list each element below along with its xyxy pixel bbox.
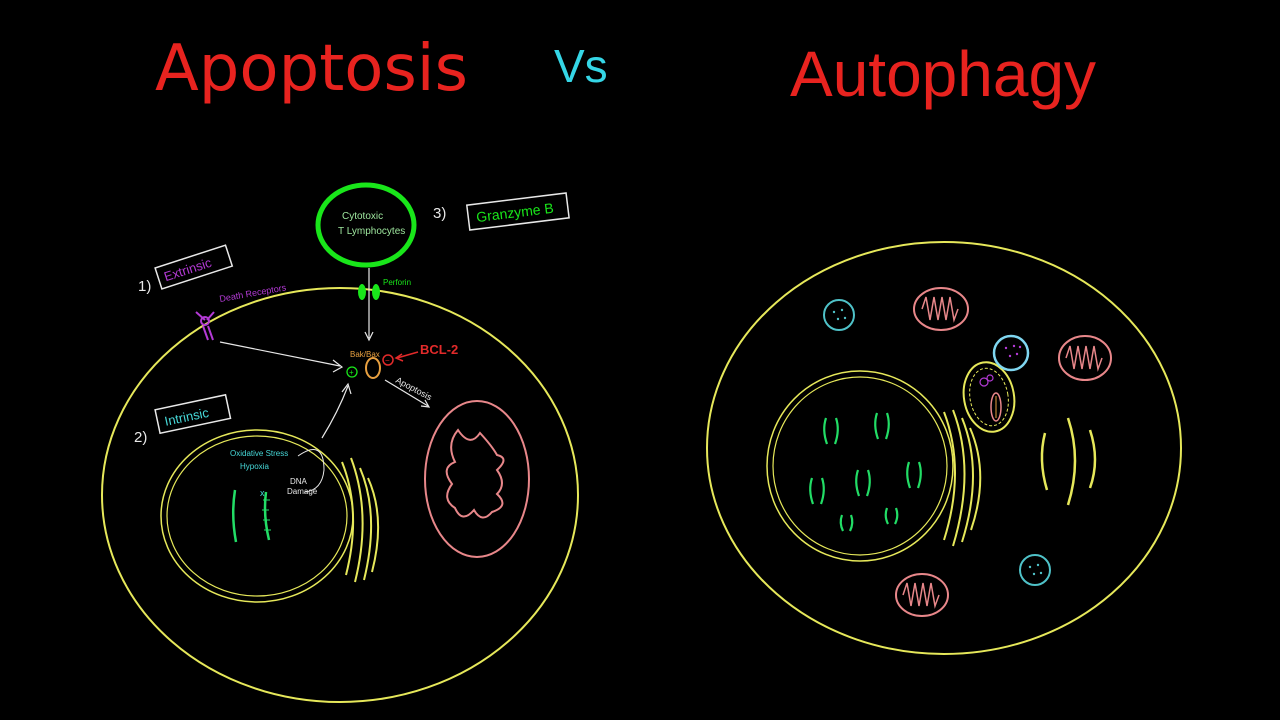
endoplasmic-reticulum — [341, 457, 380, 583]
plus-sign: + — [349, 368, 354, 377]
intrinsic-label: Intrinsic — [163, 405, 210, 429]
pathway2-number: 2) — [134, 429, 147, 446]
title-apoptosis: Apoptosis — [155, 32, 468, 106]
chromosome-damaged — [263, 491, 271, 541]
mitochondrion — [895, 573, 949, 617]
dna-label: DNA — [290, 477, 308, 486]
damage-label: Damage — [287, 487, 318, 496]
endoplasmic-reticulum — [943, 409, 982, 547]
bax-pore — [365, 357, 381, 379]
apoptosis-nucleus: Oxidative Stress Hypoxia DNA Damage x — [160, 429, 354, 603]
pathway1-number: 1) — [138, 278, 151, 295]
title-autophagy: Autophagy — [790, 38, 1096, 110]
apoptosis-cell-membrane — [101, 287, 579, 703]
death-receptors-label: Death Receptors — [219, 282, 288, 304]
bcl2-label: BCL-2 — [420, 342, 458, 357]
perforin-label: Perforin — [383, 278, 411, 287]
autophagosome — [962, 334, 1030, 433]
svg-text:x: x — [260, 488, 265, 498]
minus-circle — [382, 354, 394, 366]
chromosome — [232, 489, 238, 543]
granzyme-b-box: Granzyme B — [465, 192, 570, 231]
minus-sign: − — [385, 356, 390, 365]
cytotoxic-label-2: T Lymphocytes — [338, 226, 405, 237]
lysosome — [823, 299, 855, 331]
apoptosis-cell: Cytotoxic T Lymphocytes Perforin 3) Gran… — [101, 182, 579, 703]
death-receptor-icon — [195, 311, 215, 341]
autophagy-cell-membrane — [706, 241, 1182, 655]
extrinsic-box: Extrinsic — [154, 244, 234, 290]
autophagy-nucleus — [766, 370, 954, 562]
lysosome — [1019, 554, 1051, 586]
bak-bax-label: Bak/Bax — [350, 350, 380, 359]
apoptosis-mitochondrion — [424, 400, 530, 558]
pathway3-number: 3) — [433, 205, 446, 222]
mitochondrion — [913, 287, 969, 331]
autophagy-cell — [706, 241, 1182, 655]
plus-circle — [346, 366, 358, 378]
perforin-channel: Perforin — [358, 268, 411, 342]
oxidative-stress-label: Oxidative Stress — [230, 449, 288, 458]
hypoxia-label: Hypoxia — [240, 462, 269, 471]
golgi-apparatus — [1040, 417, 1097, 506]
mitochondrion — [1058, 335, 1112, 381]
cytotoxic-t-cell: Cytotoxic T Lymphocytes — [315, 182, 417, 268]
cytotoxic-label-1: Cytotoxic — [342, 211, 383, 222]
intrinsic-box: Intrinsic — [154, 393, 232, 435]
fusing-lysosome — [992, 334, 1030, 372]
title-vs: Vs — [554, 40, 608, 92]
